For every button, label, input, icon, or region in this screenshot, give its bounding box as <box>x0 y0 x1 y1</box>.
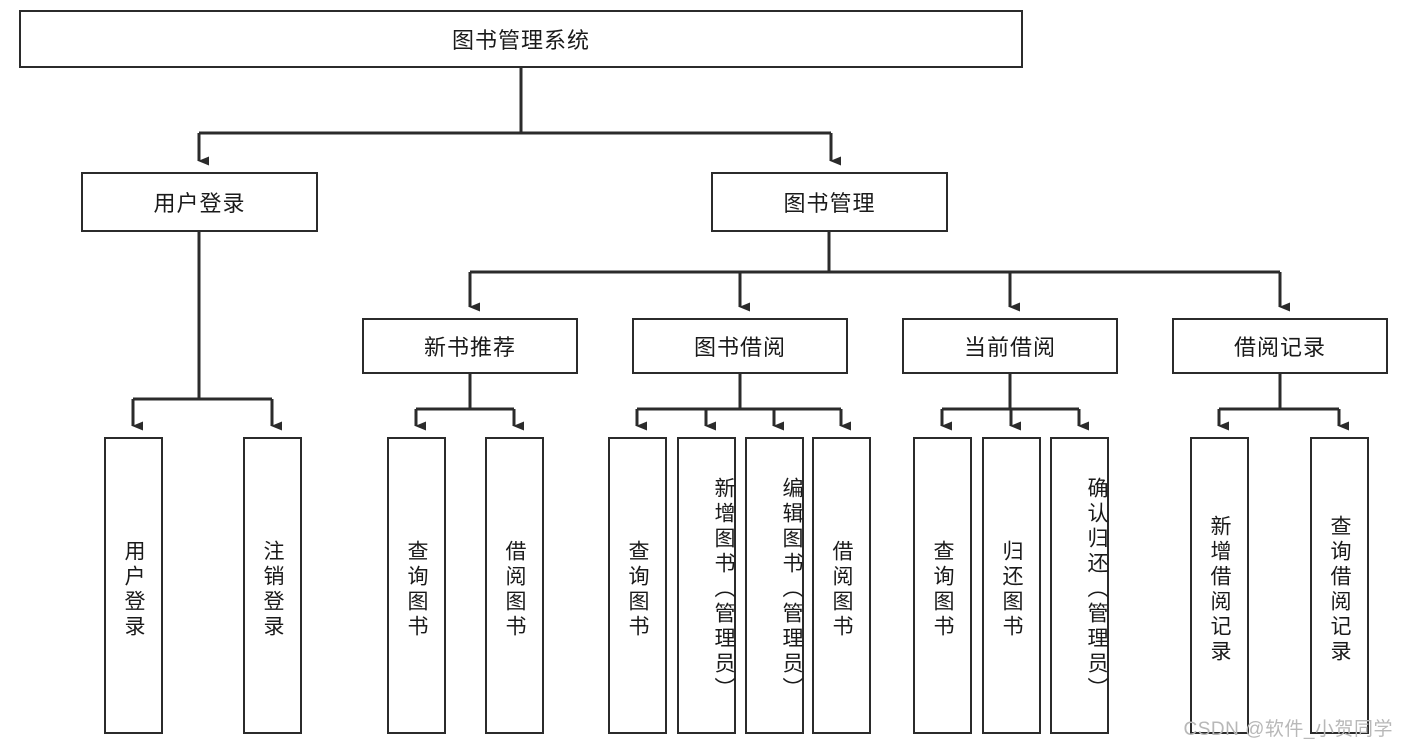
node-leaf-query-book-recommend[interactable]: 查询图书 <box>387 437 446 734</box>
csdn-watermark: CSDN @软件_小贺同学 <box>1183 719 1393 740</box>
node-book-management-label: 图书管理 <box>783 191 876 216</box>
node-leaf-user-login-label: 用户登录 <box>122 539 145 640</box>
node-new-book-recommend[interactable]: 新书推荐 <box>362 318 578 374</box>
node-leaf-add-book-admin[interactable]: 新增图书（管理员） <box>677 437 736 734</box>
node-leaf-user-login[interactable]: 用户登录 <box>104 437 163 734</box>
node-leaf-borrow-book-label: 借阅图书 <box>830 539 853 640</box>
node-leaf-return-book-label: 归还图书 <box>1000 539 1023 640</box>
node-leaf-logout-login-label: 注销登录 <box>261 539 284 640</box>
node-leaf-query-book-borrow[interactable]: 查询图书 <box>608 437 667 734</box>
node-leaf-confirm-return-admin-label: 确认归还（管理员） <box>1085 477 1108 702</box>
node-book-borrow-label: 图书借阅 <box>693 335 786 360</box>
node-leaf-add-borrow-record-label: 新增借阅记录 <box>1208 514 1231 665</box>
node-borrow-record-label: 借阅记录 <box>1233 335 1326 360</box>
node-leaf-add-book-admin-label: 新增图书（管理员） <box>712 477 735 702</box>
node-root[interactable]: 图书管理系统 <box>19 10 1023 68</box>
node-new-book-recommend-label: 新书推荐 <box>423 335 516 360</box>
node-leaf-borrow-book-recommend[interactable]: 借阅图书 <box>485 437 544 734</box>
node-current-borrow[interactable]: 当前借阅 <box>902 318 1118 374</box>
node-leaf-add-borrow-record[interactable]: 新增借阅记录 <box>1190 437 1249 734</box>
node-leaf-borrow-book[interactable]: 借阅图书 <box>812 437 871 734</box>
node-leaf-borrow-book-recommend-label: 借阅图书 <box>503 539 526 640</box>
node-user-login-label: 用户登录 <box>153 191 246 216</box>
node-root-label: 图书管理系统 <box>451 28 590 53</box>
node-leaf-edit-book-admin-label: 编辑图书（管理员） <box>780 477 803 702</box>
node-leaf-query-book-borrow-label: 查询图书 <box>626 539 649 640</box>
node-leaf-confirm-return-admin[interactable]: 确认归还（管理员） <box>1050 437 1109 734</box>
node-leaf-query-book-current[interactable]: 查询图书 <box>913 437 972 734</box>
node-book-borrow[interactable]: 图书借阅 <box>632 318 848 374</box>
node-leaf-logout-login[interactable]: 注销登录 <box>243 437 302 734</box>
node-leaf-query-book-recommend-label: 查询图书 <box>405 539 428 640</box>
node-current-borrow-label: 当前借阅 <box>963 335 1056 360</box>
node-leaf-query-book-current-label: 查询图书 <box>931 539 954 640</box>
node-leaf-query-borrow-record-label: 查询借阅记录 <box>1328 514 1351 665</box>
node-book-management[interactable]: 图书管理 <box>711 172 948 232</box>
node-leaf-edit-book-admin[interactable]: 编辑图书（管理员） <box>745 437 804 734</box>
node-borrow-record[interactable]: 借阅记录 <box>1172 318 1388 374</box>
node-leaf-return-book[interactable]: 归还图书 <box>982 437 1041 734</box>
node-user-login[interactable]: 用户登录 <box>81 172 318 232</box>
node-leaf-query-borrow-record[interactable]: 查询借阅记录 <box>1310 437 1369 734</box>
